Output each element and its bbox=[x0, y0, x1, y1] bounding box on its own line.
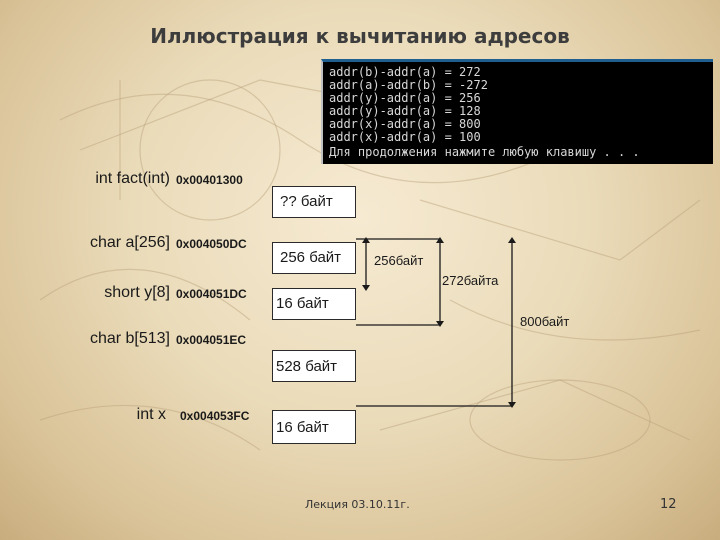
console-prompt: Для продолжения нажмите любую клавишу . … bbox=[329, 145, 640, 159]
address-b: 0x004051EC bbox=[176, 333, 247, 347]
console-line: addr(y)-addr(a) = 256 bbox=[329, 91, 481, 105]
decl-x: int x bbox=[136, 406, 166, 423]
size-b: 528 байт bbox=[276, 358, 338, 375]
memory-block-x bbox=[272, 410, 356, 444]
address-fact: 0x00401300 bbox=[176, 173, 243, 187]
decl-b: char b[513] bbox=[89, 330, 170, 347]
decl-a: char a[256] bbox=[89, 234, 170, 251]
console-line: addr(y)-addr(a) = 128 bbox=[329, 104, 481, 118]
memory-block-b bbox=[272, 350, 356, 382]
size-x: 16 байт bbox=[276, 419, 329, 436]
size-y: 16 байт bbox=[276, 295, 329, 312]
page-number: 12 bbox=[660, 497, 677, 512]
slide-title: Иллюстрация к вычитанию адресов bbox=[150, 24, 570, 48]
measure-800: 800байт bbox=[520, 314, 570, 329]
measure-272: 272байта bbox=[442, 273, 499, 288]
decl-y: short y[8] bbox=[104, 284, 170, 301]
measure-256: 256байт bbox=[374, 253, 424, 268]
console-line: addr(a)-addr(b) = -272 bbox=[329, 78, 488, 92]
console-output: addr(b)-addr(a) = 272 addr(a)-addr(b) = … bbox=[321, 59, 713, 164]
address-y: 0x004051DC bbox=[176, 287, 247, 301]
lecture-footer: Лекция 03.10.11г. bbox=[305, 498, 410, 511]
console-line: addr(x)-addr(a) = 100 bbox=[329, 130, 481, 144]
address-x: 0x004053FC bbox=[180, 409, 250, 423]
address-a: 0x004050DC bbox=[176, 237, 247, 251]
console-line: addr(b)-addr(a) = 272 bbox=[329, 65, 481, 79]
console-line: addr(x)-addr(a) = 800 bbox=[329, 117, 481, 131]
decl-fact: int fact(int) bbox=[95, 170, 170, 187]
memory-block-fact bbox=[272, 186, 356, 218]
memory-block-y bbox=[272, 288, 356, 320]
memory-block-a bbox=[272, 242, 356, 274]
size-a: 256 байт bbox=[280, 249, 342, 266]
size-fact: ?? байт bbox=[280, 193, 333, 210]
